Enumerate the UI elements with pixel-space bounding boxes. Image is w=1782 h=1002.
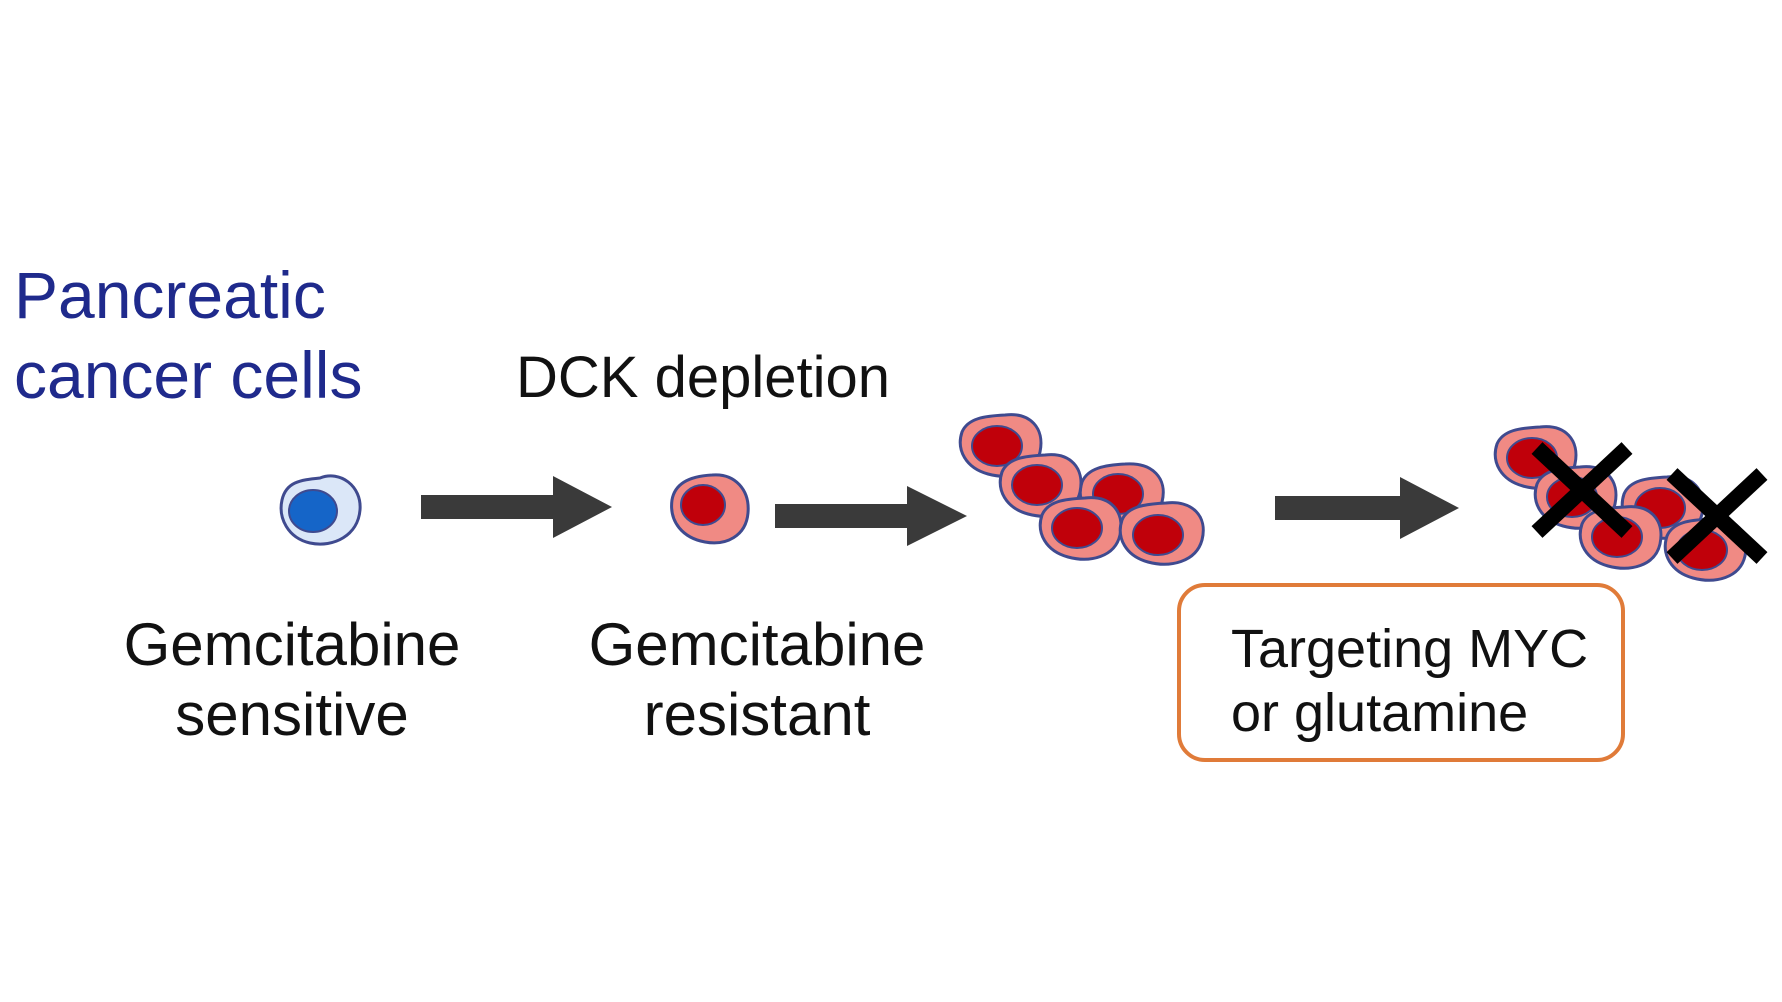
killed-cells-icon: [1493, 425, 1768, 582]
arrow-icon: [1275, 477, 1459, 539]
targeting-box-line-1: Targeting MYC: [1231, 619, 1589, 679]
targeting-box-line-2: or glutamine: [1231, 683, 1529, 743]
arrow-icon: [421, 476, 612, 538]
stage-caption-resistant: Gemcitabine resistant: [547, 615, 967, 755]
resistant-cell-icon: [670, 473, 750, 545]
proliferating-cells-icon: [958, 413, 1205, 566]
targeting-box: Targeting MYC or glutamine: [1177, 583, 1625, 762]
diagram-title-line-1: Pancreatic: [14, 258, 326, 332]
cross-icon: [1666, 468, 1768, 564]
cross-icon: [1531, 442, 1633, 538]
stage-caption-sensitive-line-1: Gemcitabine: [123, 611, 461, 678]
arrow-icon: [775, 486, 967, 546]
diagram-title-line-2: cancer cells: [14, 338, 363, 412]
sensitive-cell-icon: [279, 474, 362, 546]
stage-caption-sensitive: Gemcitabine sensitive: [82, 615, 502, 755]
stage-caption-resistant-line-1: Gemcitabine: [588, 611, 926, 678]
step-label-dck-depletion: DCK depletion: [516, 345, 890, 410]
stage-caption-sensitive-line-2: sensitive: [175, 681, 409, 748]
stage-caption-resistant-line-2: resistant: [643, 681, 871, 748]
